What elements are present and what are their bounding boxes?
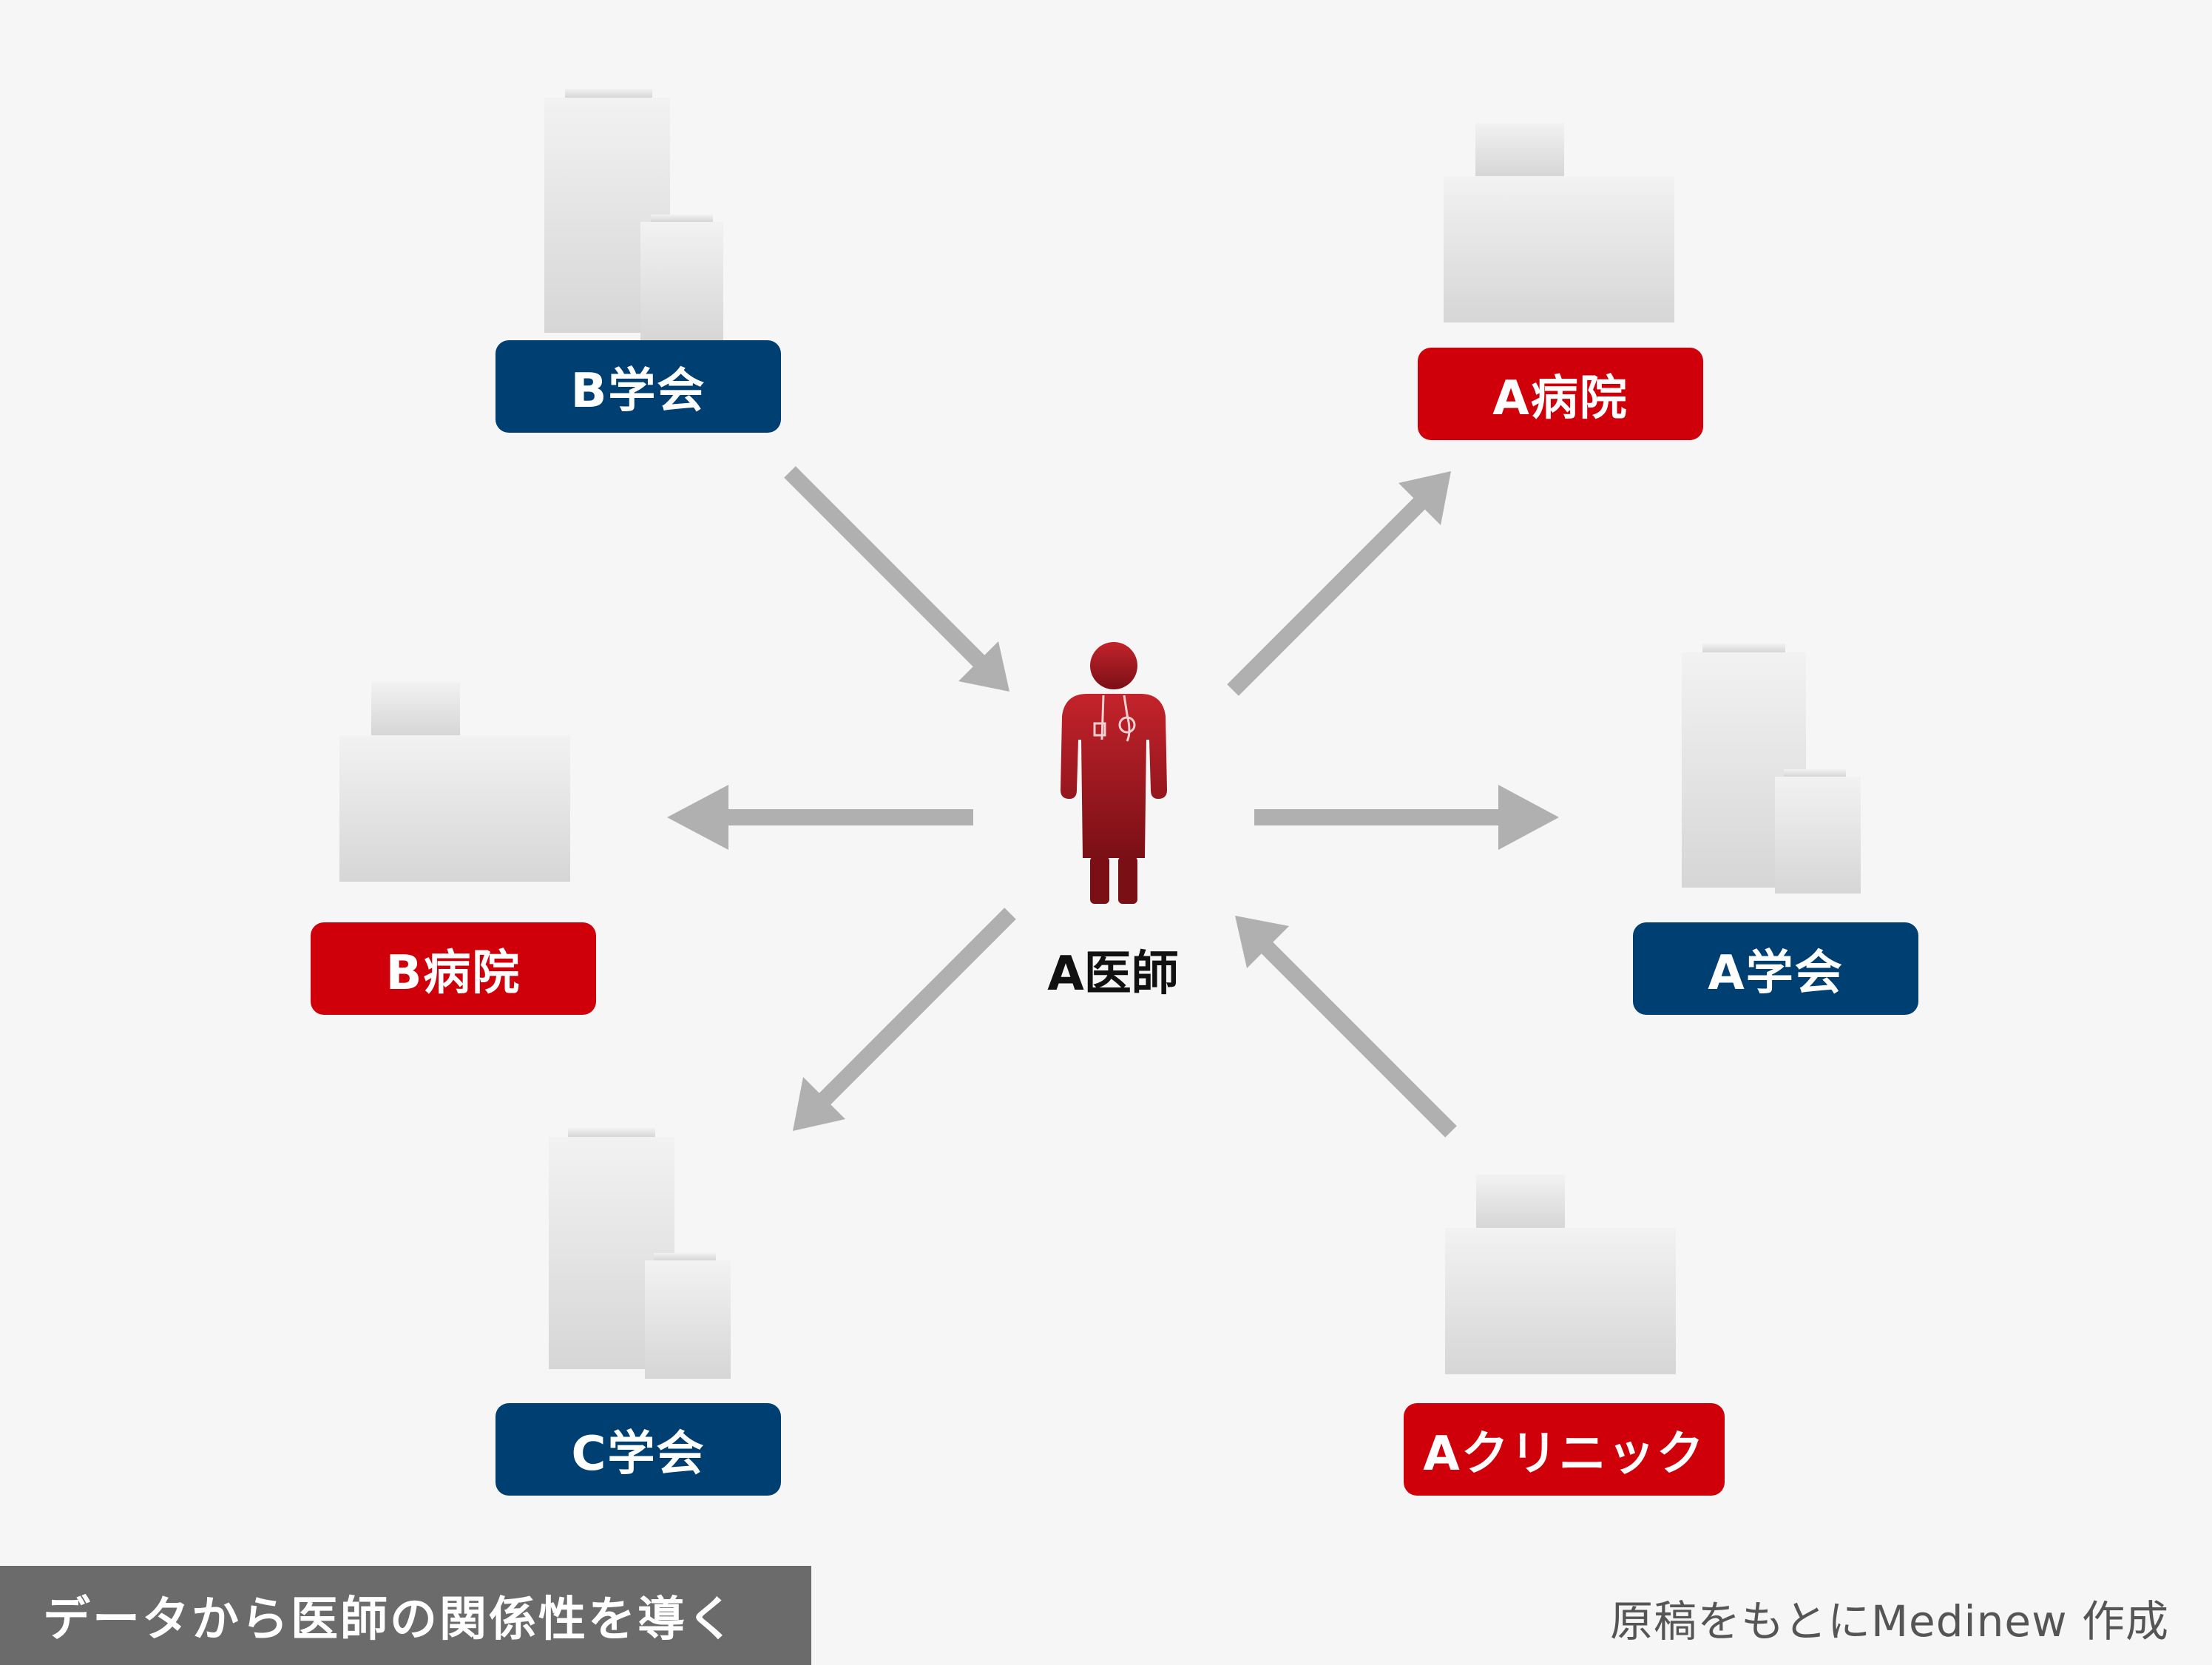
building-icon-a-clinic — [1445, 1175, 1676, 1374]
node-label-c-gakkai: C学会 — [495, 1403, 781, 1496]
building-icon-b-byoin — [339, 682, 570, 882]
node-label-a-clinic: Aクリニック — [1404, 1403, 1725, 1496]
node-label-b-gakkai: B学会 — [495, 340, 781, 433]
building-icon-b-gakkai — [544, 89, 723, 342]
arrow-doctor-to-a-gakkai — [1254, 785, 1559, 850]
building-icon-a-byoin — [1444, 123, 1674, 322]
node-label-a-byoin: A病院 — [1418, 348, 1703, 440]
footer-title: データから医師の関係性を導く — [0, 1566, 811, 1665]
arrow-a-clinic-to-doctor — [1235, 916, 1457, 1138]
doctor-label: A医師 — [1047, 947, 1179, 1002]
arrow-doctor-to-a-byoin — [1227, 471, 1451, 696]
arrow-doctor-to-b-byoin — [667, 785, 973, 850]
arrow-doctor-to-c-gakkai — [793, 908, 1016, 1131]
building-icon-a-gakkai — [1682, 644, 1861, 894]
source-note: 原稿をもとにMedinew 作成 — [1610, 1596, 2169, 1647]
arrow-b-gakkai-to-doctor — [784, 466, 1009, 692]
node-label-b-byoin: B病院 — [311, 922, 596, 1015]
node-label-a-gakkai: A学会 — [1633, 922, 1918, 1015]
doctor-icon — [1061, 642, 1167, 904]
building-icon-c-gakkai — [549, 1128, 731, 1379]
